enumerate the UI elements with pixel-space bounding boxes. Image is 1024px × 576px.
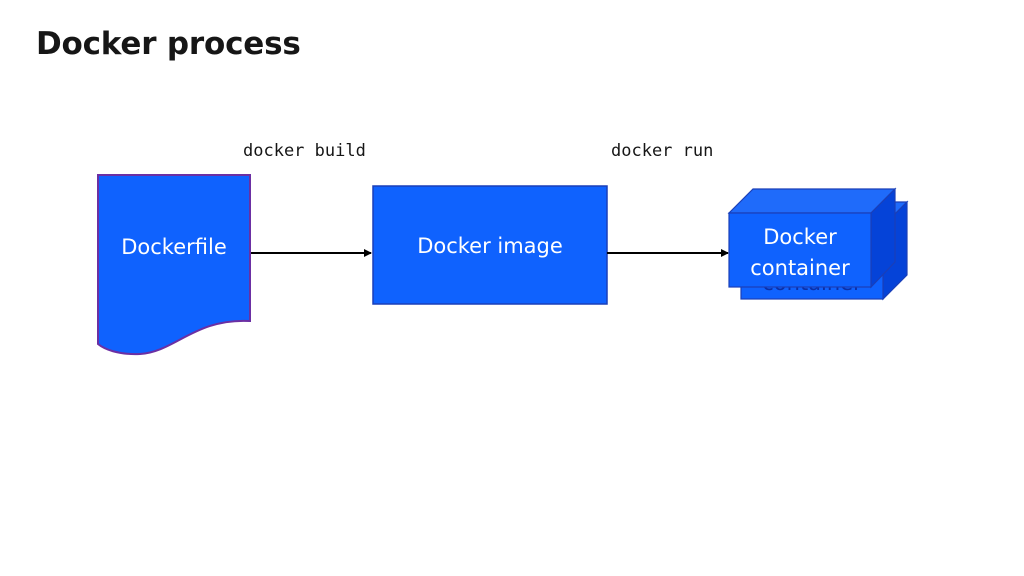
container-label-line2: container bbox=[750, 256, 850, 280]
front-cube-top bbox=[727, 188, 897, 214]
docker-container-node: Docker container bbox=[727, 187, 897, 289]
slide-title: Docker process bbox=[36, 26, 301, 62]
docker-image-label: Docker image bbox=[417, 234, 563, 258]
container-label-line1: Docker bbox=[763, 225, 837, 249]
docker-image-node: Docker image bbox=[372, 185, 608, 305]
docker-build-command-label: docker build bbox=[243, 141, 366, 161]
dockerfile-label: Dockerfile bbox=[121, 235, 227, 259]
docker-image-box bbox=[372, 185, 608, 305]
dockerfile-shape bbox=[97, 174, 251, 356]
dockerfile-node: Dockerfile bbox=[97, 174, 251, 356]
front-cube-front bbox=[728, 212, 872, 288]
docker-run-command-label: docker run bbox=[611, 141, 714, 161]
